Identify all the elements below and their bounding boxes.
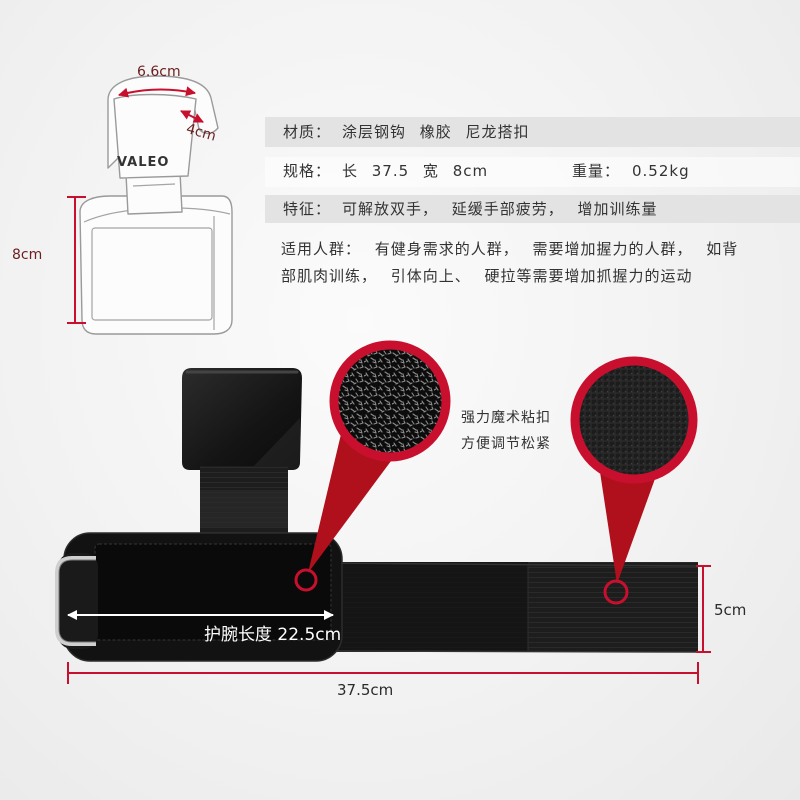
spec-weight-label: 重量： <box>572 162 621 180</box>
callout-loop-target-ring <box>603 579 629 605</box>
dim-cuff-height-line <box>67 196 86 324</box>
dim-hook-width-arrow <box>118 86 196 98</box>
strap-width-label: 5cm <box>714 601 747 619</box>
dim-hook-tip-arrow <box>180 110 204 123</box>
spec-audience-line2: 部肌肉训练， 引体向上、 硬拉等需要增加抓握力的运动 <box>281 267 693 285</box>
metal-d-ring-shade <box>58 559 96 643</box>
callout-velcro-line2: 方便调节松紧 <box>461 436 551 452</box>
tail-strap-hook-section <box>318 562 528 652</box>
drawing-cuff-outline <box>79 195 233 335</box>
tail-strap-edges <box>317 562 699 653</box>
callout-hook-velcro <box>294 340 451 592</box>
callout-loop-magnifier <box>570 356 698 484</box>
ring-webbing-loop <box>58 553 98 649</box>
hook-strap-loop <box>200 490 288 528</box>
spec-features-label: 特征： <box>283 200 332 218</box>
dim-hook-width-label: 6.6cm <box>137 64 181 80</box>
spec-audience-line1: 适用人群： 有健身需求的人群， 需要增加握力的人群， 如背 <box>281 240 739 258</box>
spec-row-material-band <box>265 117 800 147</box>
callout-loop-velcro <box>570 356 698 605</box>
metal-d-ring <box>55 556 96 646</box>
dim-strap-width-line <box>696 565 711 653</box>
spec-material-label: 材质： <box>283 123 332 141</box>
drawing-velcro-patch <box>91 227 213 321</box>
spec-size-value: 长 37.5 宽 8cm <box>342 162 489 180</box>
dim-cuff-height-label: 8cm <box>12 247 43 263</box>
product-photo <box>55 368 699 662</box>
callout-hook-target-ring <box>294 568 318 592</box>
hook-line-drawing: VALEO <box>79 75 233 335</box>
spec-material-value: 涂层钢钩 橡胶 尼龙搭扣 <box>342 123 530 141</box>
total-length-label: 37.5cm <box>337 681 394 699</box>
drawing-strap-tab <box>125 171 183 215</box>
callout-loop-wedge <box>600 472 656 584</box>
spec-row-size-band <box>265 157 800 187</box>
drawing-logo-text: VALEO <box>117 155 169 170</box>
spec-row-features-band <box>265 195 800 223</box>
hook-plate <box>182 368 302 470</box>
spec-features-value: 可解放双手， 延缓手部疲劳， 增加训练量 <box>342 200 658 218</box>
hook-plate-reflection <box>250 418 300 470</box>
drawing-strap-stitch <box>132 183 176 187</box>
callout-hook-magnifier <box>329 340 451 462</box>
spec-weight-value: 0.52kg <box>632 162 690 180</box>
spec-size-label: 规格： <box>283 162 332 180</box>
dim-total-length-line <box>67 662 699 684</box>
wrist-length-label: 护腕长度 22.5cm <box>204 625 342 645</box>
callout-hook-wedge <box>308 430 394 573</box>
callout-velcro-line1: 强力魔术粘扣 <box>461 410 551 426</box>
